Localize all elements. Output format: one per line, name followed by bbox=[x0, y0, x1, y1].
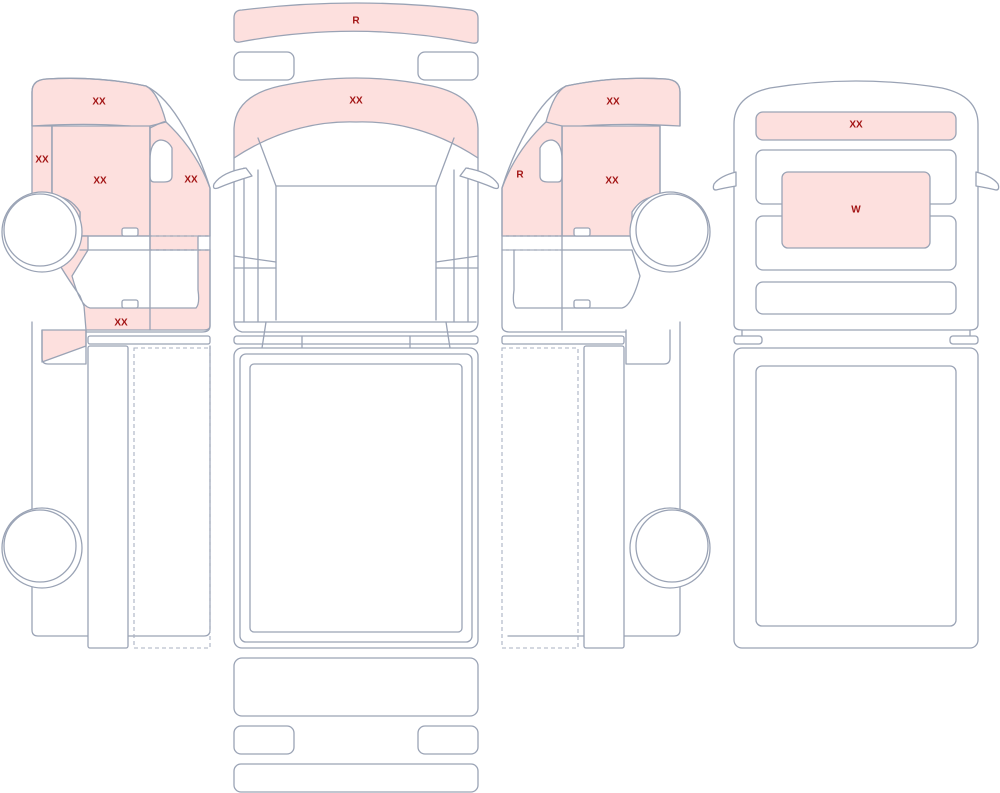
front-view bbox=[212, 77, 500, 793]
back-top-label: XX bbox=[849, 120, 863, 131]
roof-strip-panel[interactable] bbox=[233, 2, 479, 44]
left-bottom-label: XX bbox=[114, 318, 128, 329]
back-top-panel[interactable] bbox=[755, 111, 957, 141]
back-window-label: W bbox=[851, 205, 861, 216]
right-pillar-label: R bbox=[516, 170, 524, 181]
right-door-label: XX bbox=[605, 176, 619, 187]
right-top-label: XX bbox=[606, 97, 620, 108]
left-side-view bbox=[1, 77, 211, 649]
left-right-pillar-label: XX bbox=[184, 175, 198, 186]
left-top-label: XX bbox=[92, 97, 106, 108]
roof-left-mirror-block bbox=[233, 51, 295, 81]
roof-right-mirror-block bbox=[417, 51, 479, 81]
right-side-view bbox=[501, 77, 711, 649]
back-window-panel[interactable] bbox=[781, 171, 931, 249]
front-top-panel[interactable] bbox=[233, 77, 479, 159]
left-pillar-label: XX bbox=[35, 155, 49, 166]
left-door-label: XX bbox=[93, 176, 107, 187]
front-top-label: XX bbox=[349, 96, 363, 107]
roof-strip-label: R bbox=[352, 16, 360, 27]
back-view bbox=[712, 80, 1000, 649]
